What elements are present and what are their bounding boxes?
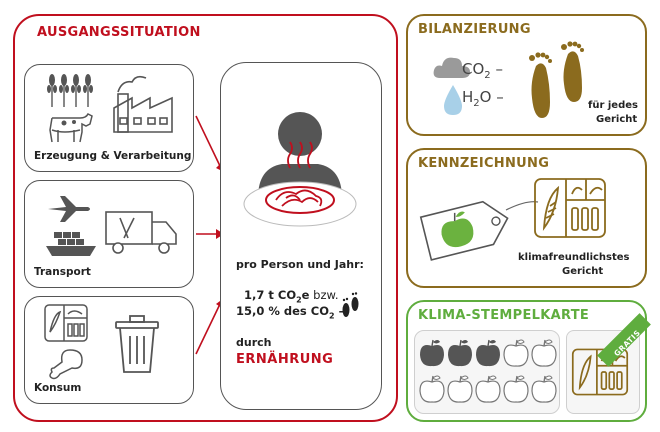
bilanzierung-caption-2: Gericht [596,114,638,125]
stempelkarte-title: KLIMA-STEMPELKARTE [418,308,590,323]
trash-bin-icon [115,315,159,373]
meal-tray-icon [44,304,88,342]
co2-formula: CO2 – [462,60,503,81]
h2o-dash: – [496,88,504,106]
bilanzierung-title: BILANZIERUNG [418,22,531,37]
co2-dash: – [495,60,503,78]
meal-tray-brown-icon [534,178,606,238]
cloud-icon [433,57,470,78]
stamp-apple-empty-icon [447,375,473,403]
kennzeichnung-caption-1: klimafreundlichstes [518,252,630,263]
durch-text: durch [236,336,272,349]
intro-text: pro Person und Jahr: [236,258,364,271]
truck-icon [105,211,177,254]
co2-percent-tail: – [334,304,345,318]
co2e-suffix: e [301,288,310,302]
co2-percent-line: 15,0 % des CO2 – [236,304,344,320]
stamp-apple-empty-icon [503,375,529,403]
h2o-o: O [479,88,492,106]
transport-label: Transport [34,266,91,278]
ausgangssituation-title: AUSGANGSSITUATION [37,25,201,40]
ernaehrung-text: ERNÄHRUNG [236,352,334,367]
h2o-formula: H2O – [462,88,504,109]
transport-box [24,180,194,288]
factory-icon [113,75,173,133]
stamp-apple-empty-icon [531,375,557,403]
co2e-tail: bzw. [309,288,339,302]
stamp-grid [419,339,557,403]
h2o-sub: 2 [473,98,480,109]
stamp-apple-empty-icon [531,339,557,367]
ship-icon [46,232,96,256]
co2e-sub: 2 [296,295,302,305]
footprint-small-icon [342,292,359,317]
stamp-apple-empty-icon [503,339,529,367]
h2o-h: H [462,88,474,106]
konsum-label: Konsum [34,382,82,394]
cow-icon [49,112,93,143]
stamp-apple-filled-icon [420,339,444,367]
bilanzierung-caption-1: für jedes [588,100,638,111]
price-tag-icon [419,200,539,261]
co2-sub: 2 [484,70,491,81]
co2-percent-value: 15,0 % des CO [236,304,329,318]
person-eating-icon [243,112,357,227]
kennzeichnung-title: KENNZEICHNUNG [418,156,550,171]
co2-main: CO [462,60,485,78]
chicken-leg-icon [49,349,83,380]
kennzeichnung-caption-2: Gericht [562,266,604,277]
stamp-apple-filled-icon [476,339,500,367]
stamp-apple-filled-icon [448,339,472,367]
co2-percent-sub: 2 [329,311,335,321]
stamp-apple-empty-icon [419,375,445,403]
erzeugung-label: Erzeugung & Verarbeitung [34,150,192,162]
water-drop-icon [444,85,462,115]
airplane-icon [48,196,90,222]
co2e-line: 1,7 t CO2e bzw. [244,288,338,304]
stamp-apple-empty-icon [475,375,501,403]
wheat-icon [47,74,93,107]
footprints-icon [529,41,584,118]
konsum-box [24,296,194,404]
co2e-value: 1,7 t CO [244,288,297,302]
